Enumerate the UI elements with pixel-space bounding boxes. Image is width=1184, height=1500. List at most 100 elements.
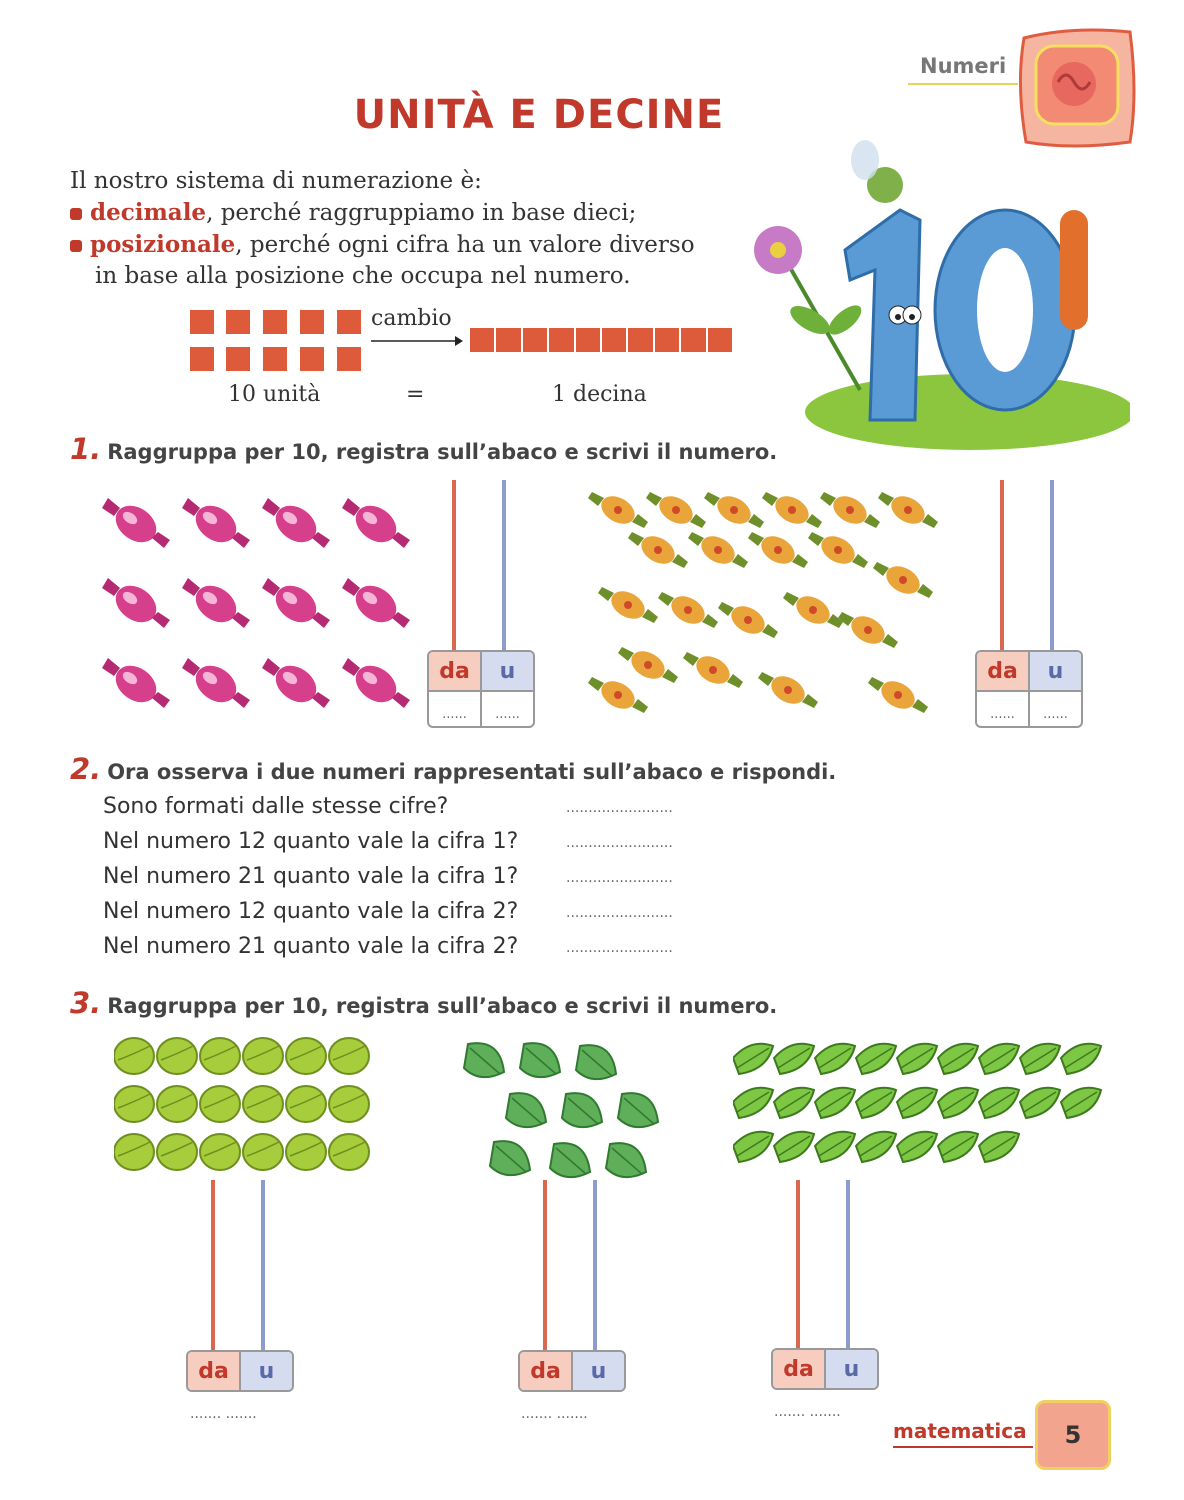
unit-square bbox=[190, 310, 214, 334]
tens-rod bbox=[211, 1180, 215, 1352]
tens-rod bbox=[543, 1180, 547, 1352]
q2-line-4: Nel numero 12 quanto vale la cifra 2? bbox=[103, 899, 519, 924]
bullet-continuation: in base alla posizione che occupa nel nu… bbox=[95, 263, 631, 289]
candy-icon bbox=[102, 658, 170, 710]
candy-icon bbox=[262, 658, 330, 710]
candy-icon bbox=[342, 658, 410, 710]
units-rod bbox=[593, 1180, 597, 1352]
candy-icon bbox=[182, 578, 250, 630]
bullet-decimale: decimale, perché raggruppiamo in base di… bbox=[70, 197, 695, 229]
tens-answer[interactable]: ...... bbox=[429, 692, 482, 726]
bullet-posizionale: posizionale, perché ogni cifra ha un val… bbox=[70, 229, 695, 261]
question-number: 1. bbox=[70, 432, 102, 466]
question-text: Ora osserva i due numeri rappresentati s… bbox=[107, 760, 837, 784]
units-rod bbox=[502, 480, 506, 652]
answer-line-3[interactable]: ....... ....... bbox=[190, 1406, 257, 1422]
candy-icon bbox=[182, 498, 250, 550]
term-decimale: decimale bbox=[90, 199, 207, 226]
question-2: 2.Ora osserva i due numeri rappresentati… bbox=[70, 752, 836, 786]
tens-label: da bbox=[188, 1352, 241, 1390]
unit-square bbox=[263, 310, 287, 334]
q2-answer-3[interactable]: ........................ bbox=[566, 870, 673, 886]
intro-line: Il nostro sistema di numerazione è: bbox=[70, 168, 482, 194]
question-3: 3.Raggruppa per 10, registra sull’abaco … bbox=[70, 986, 777, 1020]
question-1: 1.Raggruppa per 10, registra sull’abaco … bbox=[70, 432, 777, 466]
candy-icon bbox=[102, 578, 170, 630]
q2-answer-2[interactable]: ........................ bbox=[566, 835, 673, 851]
bullet-icon bbox=[70, 240, 82, 252]
q2-line-1: Sono formati dalle stesse cifre? bbox=[103, 794, 449, 819]
footer-underline bbox=[893, 1446, 1033, 1448]
candy-icon bbox=[262, 578, 330, 630]
question-number: 3. bbox=[70, 986, 102, 1020]
candy-icon bbox=[342, 578, 410, 630]
ten-units-label: 10 unità bbox=[228, 382, 321, 407]
section-badge-icon bbox=[1018, 28, 1136, 148]
question-text: Raggruppa per 10, registra sull’abaco e … bbox=[107, 440, 778, 464]
q2-line-5: Nel numero 21 quanto vale la cifra 2? bbox=[103, 934, 519, 959]
tens-label: da bbox=[429, 652, 482, 690]
page-number: 5 bbox=[1035, 1400, 1111, 1470]
long-leaves-group bbox=[733, 1042, 1102, 1163]
q2-answer-4[interactable]: ........................ bbox=[566, 905, 673, 921]
bullet-icon bbox=[70, 208, 82, 220]
ten-rod bbox=[470, 328, 732, 352]
answer-line-4[interactable]: ....... ....... bbox=[521, 1406, 588, 1422]
units-answer[interactable]: ...... bbox=[1043, 707, 1068, 722]
green-leaves-group bbox=[463, 1042, 659, 1179]
pink-candies-group bbox=[102, 498, 410, 710]
unit-square bbox=[263, 347, 287, 371]
unit-square bbox=[190, 347, 214, 371]
subject-label: matematica bbox=[893, 1419, 1027, 1443]
tens-rod bbox=[796, 1180, 800, 1352]
units-answer[interactable]: ...... bbox=[495, 707, 520, 722]
tens-label: da bbox=[520, 1352, 573, 1390]
unit-square bbox=[337, 310, 361, 334]
number-ten-mascot-icon bbox=[754, 140, 1130, 450]
q2-line-3: Nel numero 21 quanto vale la cifra 1? bbox=[103, 864, 519, 889]
cambio-label: cambio bbox=[371, 306, 452, 331]
units-label: u bbox=[241, 1352, 292, 1390]
candy-icon bbox=[182, 658, 250, 710]
units-label: u bbox=[1030, 652, 1081, 690]
bullet-text: , perché ogni cifra ha un valore diverso bbox=[235, 232, 695, 258]
units-rod bbox=[261, 1180, 265, 1352]
units-rod bbox=[1050, 480, 1054, 652]
tens-answer[interactable]: ...... bbox=[977, 692, 1030, 726]
intro-text: Il nostro sistema di numerazione è: deci… bbox=[70, 166, 695, 292]
page-title: UNITÀ E DECINE bbox=[353, 92, 725, 138]
q2-answer-5[interactable]: ........................ bbox=[566, 940, 673, 956]
unit-square bbox=[337, 347, 361, 371]
equals-sign: = bbox=[406, 382, 425, 407]
yellow-leaves-group bbox=[114, 1037, 370, 1171]
unit-square bbox=[300, 310, 324, 334]
term-posizionale: posizionale bbox=[90, 231, 236, 258]
candy-icon bbox=[262, 498, 330, 550]
arrow-right-icon bbox=[371, 336, 463, 346]
section-underline bbox=[908, 83, 1018, 85]
units-label: u bbox=[826, 1350, 877, 1388]
tens-rod bbox=[452, 480, 456, 652]
question-number: 2. bbox=[70, 752, 102, 786]
units-label: u bbox=[573, 1352, 624, 1390]
tens-rod bbox=[1000, 480, 1004, 652]
answer-line-5[interactable]: ....... ....... bbox=[774, 1404, 841, 1420]
candy-icon bbox=[102, 498, 170, 550]
unit-square bbox=[300, 347, 324, 371]
section-label: Numeri bbox=[920, 54, 1007, 78]
tens-label: da bbox=[773, 1350, 826, 1388]
candy-icon bbox=[342, 498, 410, 550]
bullet-text: , perché raggruppiamo in base dieci; bbox=[206, 200, 637, 226]
unit-square bbox=[226, 347, 250, 371]
one-ten-label: 1 decina bbox=[552, 382, 647, 407]
question-text: Raggruppa per 10, registra sull’abaco e … bbox=[107, 994, 778, 1018]
q2-answer-1[interactable]: ........................ bbox=[566, 800, 673, 816]
units-label: u bbox=[482, 652, 533, 690]
orange-candies-group bbox=[588, 490, 938, 715]
tens-label: da bbox=[977, 652, 1030, 690]
